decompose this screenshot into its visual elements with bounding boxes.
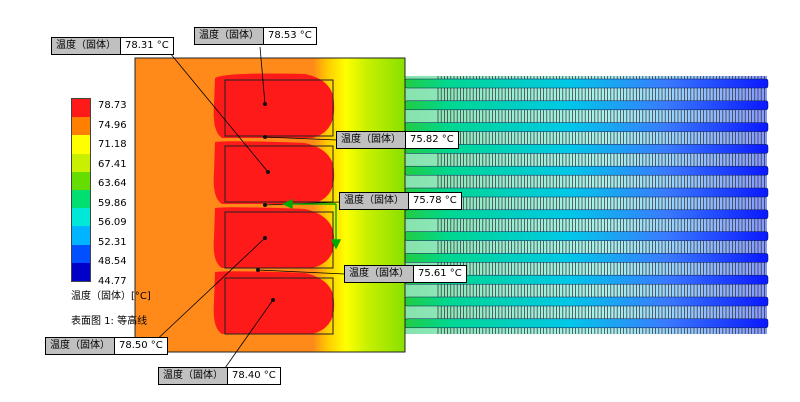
axis-arrows bbox=[282, 198, 342, 250]
leader-line bbox=[259, 46, 266, 105]
legend-tick-label: 71.18 bbox=[98, 139, 127, 150]
leader-line bbox=[257, 269, 346, 275]
heat-pipe bbox=[404, 144, 769, 154]
probe-value: 78.31 °C bbox=[121, 38, 173, 54]
heat-pipe bbox=[404, 78, 769, 89]
probe-label[interactable]: 温度（固体） 78.53 °C bbox=[194, 27, 317, 45]
arrow-head bbox=[282, 198, 293, 210]
probe-label[interactable]: 温度（固体） 78.50 °C bbox=[45, 337, 168, 355]
probe-key: 温度（固体） bbox=[195, 28, 264, 44]
probe-key: 温度（固体） bbox=[340, 193, 409, 209]
probe-value: 75.61 °C bbox=[414, 266, 466, 282]
legend-swatch bbox=[72, 226, 90, 245]
heat-pipe bbox=[404, 296, 769, 307]
heat-pipe bbox=[404, 209, 769, 220]
probe-dot bbox=[263, 203, 267, 207]
probe-value: 78.53 °C bbox=[264, 28, 316, 44]
legend-swatch bbox=[72, 153, 90, 172]
chip-outline bbox=[224, 277, 334, 335]
arrow-head bbox=[330, 239, 342, 250]
legend-swatch bbox=[72, 99, 90, 118]
leader-line bbox=[224, 299, 274, 369]
legend-swatch bbox=[72, 262, 90, 282]
heat-pipe bbox=[404, 100, 769, 111]
legend-tick-label: 67.41 bbox=[98, 158, 127, 170]
heat-pipe bbox=[404, 318, 769, 329]
legend-tick-label: 56.09 bbox=[98, 217, 127, 228]
legend-swatch bbox=[72, 190, 90, 209]
legend-swatch bbox=[72, 135, 90, 154]
color-legend bbox=[71, 98, 91, 282]
probe-label[interactable]: 温度（固体） 78.31 °C bbox=[51, 37, 174, 55]
fin-lines bbox=[437, 76, 765, 334]
legend-tick-label: 78.73 bbox=[98, 100, 127, 111]
probe-value: 78.40 °C bbox=[228, 368, 280, 384]
probe-label[interactable]: 温度（固体） 75.61 °C bbox=[344, 265, 467, 283]
hot-zone bbox=[213, 73, 335, 138]
hot-zone bbox=[213, 207, 335, 268]
chip-outline bbox=[224, 79, 334, 137]
probe-dot bbox=[266, 170, 270, 174]
probe-key: 温度（固体） bbox=[337, 132, 406, 148]
probe-dot bbox=[263, 102, 267, 106]
legend-swatch bbox=[72, 208, 90, 227]
chip-outline bbox=[224, 145, 334, 203]
probe-dot bbox=[271, 298, 275, 302]
probe-key: 温度（固体） bbox=[345, 266, 414, 282]
legend-tick-label: 63.64 bbox=[98, 178, 127, 189]
heat-pipe bbox=[404, 253, 769, 263]
probe-label[interactable]: 温度（固体） 78.40 °C bbox=[158, 367, 281, 385]
heat-pipe bbox=[404, 231, 769, 241]
probe-dot bbox=[256, 268, 260, 272]
legend-swatch bbox=[72, 117, 90, 136]
probe-label[interactable]: 温度（固体） 75.82 °C bbox=[336, 131, 459, 149]
probe-value: 78.50 °C bbox=[115, 338, 167, 354]
leader-line bbox=[149, 237, 266, 347]
plot-note: 表面图 1: 等高线 bbox=[71, 316, 148, 327]
probe-dot bbox=[263, 236, 267, 240]
legend-tick-label: 44.77 bbox=[98, 275, 127, 287]
heat-pipe bbox=[404, 122, 769, 132]
probe-key: 温度（固体） bbox=[159, 368, 228, 384]
leader-line bbox=[264, 136, 338, 141]
leader-line bbox=[164, 46, 269, 173]
legend-tick-label: 52.31 bbox=[98, 236, 127, 248]
probe-key: 温度（固体） bbox=[46, 338, 115, 354]
legend-swatch bbox=[72, 171, 90, 191]
hot-zone bbox=[213, 271, 335, 334]
probe-dot bbox=[263, 135, 267, 139]
legend-tick-label: 59.86 bbox=[98, 197, 127, 209]
probe-key: 温度（固体） bbox=[52, 38, 121, 54]
probe-value: 75.82 °C bbox=[406, 132, 458, 148]
legend-unit-label: 温度（固体）[°C] bbox=[71, 291, 151, 302]
heat-sources bbox=[213, 73, 335, 335]
legend-tick-label: 48.54 bbox=[98, 256, 127, 267]
legend-tick-label: 74.96 bbox=[98, 119, 127, 131]
legend-swatch bbox=[72, 244, 90, 263]
heat-pipe bbox=[404, 165, 769, 176]
probe-points bbox=[256, 102, 275, 302]
probe-label[interactable]: 温度（固体） 75.78 °C bbox=[339, 192, 462, 210]
hot-zone bbox=[213, 141, 335, 204]
probe-leaders bbox=[149, 46, 346, 369]
probe-value: 75.78 °C bbox=[409, 193, 461, 209]
